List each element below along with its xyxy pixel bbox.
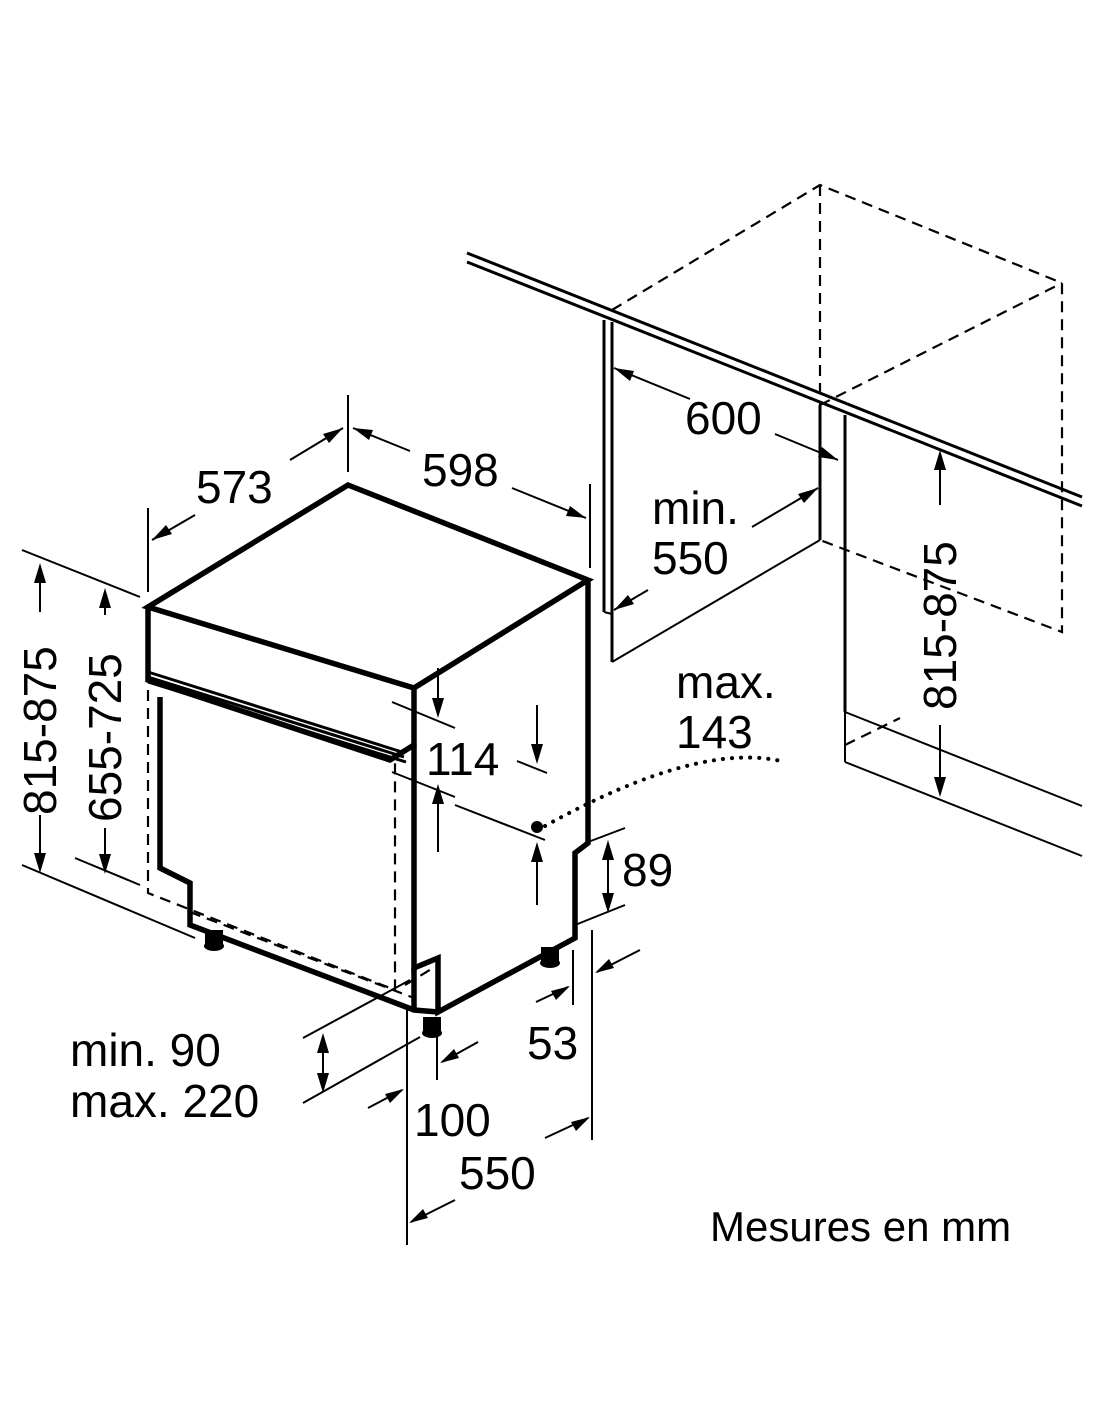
dim-573-label: 573 [196, 461, 273, 513]
hose-connection-point [531, 821, 543, 833]
dim-598-label: 598 [422, 444, 499, 496]
plinth-line-bottom [844, 761, 1083, 857]
ext-line-hose-top [516, 760, 548, 774]
dim-89-label: 89 [622, 844, 673, 896]
dim-53-arrow-left [551, 986, 570, 1000]
left-cabinet-bottom [603, 611, 613, 615]
dim-600-right-arrow [818, 447, 838, 460]
dim-niche-height-bottom-arrow [934, 777, 946, 797]
door-outline [157, 697, 439, 1015]
dim-89-arrow-top [602, 840, 614, 860]
dim-550-arrow-left [409, 1209, 428, 1223]
dishwasher-body [141, 481, 787, 1038]
dim-114-label: 114 [426, 733, 499, 785]
ext-line-114-bottom [391, 771, 456, 798]
side-panel [411, 580, 591, 1017]
ext-line-plinth-top [302, 979, 411, 1039]
dim-114-top-arrow [432, 698, 444, 718]
foot-left [205, 930, 223, 944]
kitchen-niche: 600 min. 550 815-875 [466, 183, 1083, 857]
control-panel-strip-2 [147, 675, 405, 759]
dim-550-arrow-right [571, 1117, 590, 1131]
dim-min550-arrow-bottom [614, 595, 634, 610]
ext-line-plinth-bottom [302, 1036, 421, 1104]
control-panel-strip-3 [147, 680, 407, 764]
dim-hose-top-arrow [531, 744, 543, 764]
dim-573-arrow-right [323, 428, 343, 443]
dishwasher-dimensions: 573 598 815-875 655-725 114 [14, 395, 776, 1245]
hose-dotted-path [543, 755, 787, 828]
units-caption: Mesures en mm [710, 1203, 1011, 1250]
countertop-line-lower [466, 260, 1083, 508]
plinth-dashed-lower [189, 910, 415, 1000]
dim-niche-height-label: 815-875 [914, 541, 966, 710]
feet [204, 930, 560, 1038]
dim-100-label: 100 [414, 1094, 491, 1146]
dim-598-arrow-right [566, 506, 586, 518]
dim-550-label: 550 [459, 1147, 536, 1199]
dim-plinth-arrow-top [317, 1033, 329, 1053]
dim-815-875-top-arrow [34, 563, 46, 583]
dim-max143-label-line2: 143 [676, 706, 753, 758]
ext-line-left-top [21, 549, 141, 598]
plinth-dashed-corner [404, 964, 439, 986]
dim-655-725-label: 655-725 [79, 653, 131, 822]
dim-hose-bottom-arrow [531, 842, 543, 862]
dim-min550-label-line2: 550 [652, 532, 729, 584]
dim-600-left-arrow [614, 368, 634, 381]
ext-line-89-top [587, 827, 626, 843]
dim-min550-label-line1: min. [652, 482, 739, 534]
dim-53-label: 53 [527, 1017, 578, 1069]
niche-back-outline [611, 183, 1064, 634]
dim-plinth-label-line2: max. 220 [70, 1075, 259, 1127]
dim-100-arrow-right [440, 1049, 459, 1063]
ext-line-114-top [391, 701, 456, 729]
dim-598-arrow-left [353, 428, 373, 440]
dim-600-label: 600 [685, 392, 762, 444]
dim-655-725-top-arrow [99, 588, 111, 608]
dim-53-arrow-right [595, 959, 614, 973]
countertop-line-upper [466, 251, 1083, 499]
plinth-dashed-outline [146, 690, 397, 992]
dim-min550-arrow-top [798, 488, 818, 503]
ext-line-hose [454, 804, 546, 841]
ext-line-body-bottom [74, 857, 141, 886]
dim-plinth-arrow-bottom [317, 1073, 329, 1093]
dim-655-725-bottom-arrow [99, 854, 111, 874]
ext-line-89-bottom [574, 904, 626, 926]
foot-right [541, 947, 559, 961]
dim-114-bottom-arrow [432, 784, 444, 804]
left-cabinet-floor [611, 539, 821, 663]
dim-max143-label-line1: max. [676, 656, 776, 708]
dim-niche-height-top-arrow [934, 450, 946, 470]
ext-line-left-bottom [21, 864, 196, 939]
dim-plinth-label-line1: min. 90 [70, 1024, 221, 1076]
dim-815-875-bottom-arrow [34, 853, 46, 873]
foot-center [423, 1017, 441, 1031]
control-panel-strip-1 [147, 670, 403, 754]
dim-573-arrow-left [152, 525, 172, 540]
dim-815-875-label: 815-875 [14, 646, 66, 815]
niche-floor-dash [844, 717, 901, 746]
niche-back-diagonal [819, 282, 1063, 406]
control-panel-front [145, 607, 417, 764]
dishwasher-top [141, 481, 595, 691]
dim-100-arrow-left [385, 1089, 404, 1103]
dim-89-arrow-bottom [602, 893, 614, 913]
plinth-line-top [844, 711, 1083, 807]
